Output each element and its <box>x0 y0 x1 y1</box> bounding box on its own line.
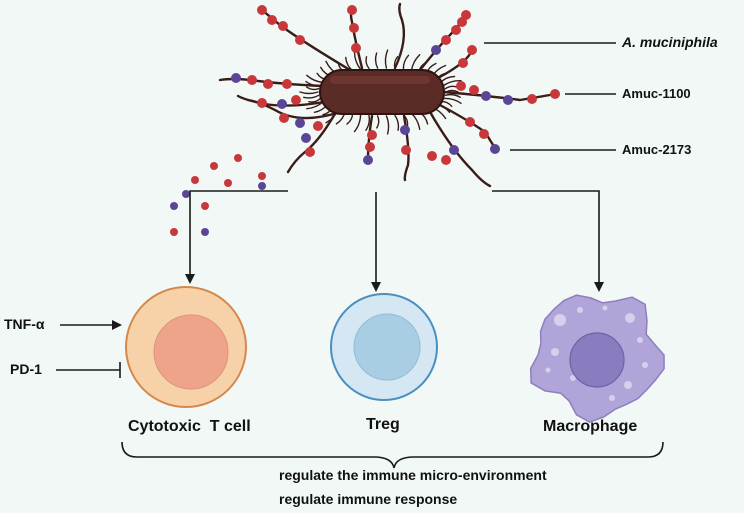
bacterium-label: A. muciniphila <box>622 34 718 50</box>
cytotoxic-t-cell-label: Cytotoxic T cell <box>128 418 251 435</box>
stimulus-connectors <box>56 320 122 378</box>
summary-brace <box>121 441 664 469</box>
cytotoxic-t-cell <box>125 286 247 408</box>
arrow-to-tcell <box>185 190 288 284</box>
outcome-line-1: regulate the immune micro-environment <box>279 467 547 483</box>
secreted-protein-dots <box>170 154 266 236</box>
treg-label: Treg <box>366 416 400 433</box>
amuc-2173-label: Amuc-2173 <box>622 142 692 157</box>
macrophage-label: Macrophage <box>543 418 638 435</box>
outcome-line-2: regulate immune response <box>279 491 458 507</box>
arrow-to-macrophage <box>492 190 604 292</box>
amuc-1100-label: Amuc-1100 <box>622 86 691 101</box>
bacterium-body <box>319 69 445 115</box>
flagella-protein-dots <box>231 5 560 165</box>
macrophage-cell <box>529 294 665 423</box>
treg-cell <box>330 293 438 401</box>
callout-lines <box>484 42 616 151</box>
pd-1-label: PD-1 <box>10 361 42 377</box>
tnf-alpha-label: TNF-α <box>4 316 45 332</box>
pathway-arrows <box>185 190 604 292</box>
